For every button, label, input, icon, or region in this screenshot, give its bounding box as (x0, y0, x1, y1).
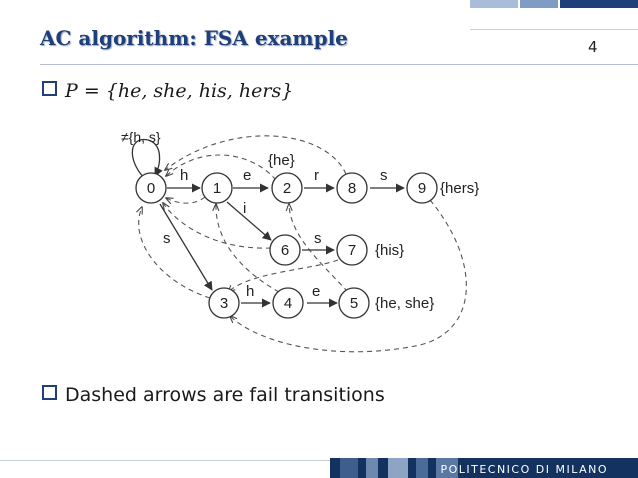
header-bar-mid (520, 0, 558, 8)
output-state-2: {he} (268, 152, 295, 169)
edge-label-i: i (243, 200, 246, 217)
fail-edge-2-0 (166, 154, 277, 181)
goto-transitions (159, 183, 405, 308)
footer-university-name: POLITECNICO DI MILANO (440, 463, 608, 476)
header-bar-dark (560, 0, 638, 8)
fail-transitions (139, 135, 467, 353)
fail-edge-1-0 (166, 196, 206, 203)
state-8 (336, 172, 368, 204)
edge-label-h-2: h (246, 283, 254, 300)
state-label-6: 6 (281, 242, 289, 259)
state-label-7: 7 (348, 242, 356, 259)
edge-label-e-2: e (312, 283, 320, 300)
edge-label-h-1: h (180, 167, 188, 184)
bullet-fail-note: Dashed arrows are fail transitions (42, 384, 385, 406)
state-label-0: 0 (147, 180, 155, 197)
fail-edge-9-3 (230, 199, 467, 353)
state-4 (272, 287, 304, 319)
state-6 (269, 234, 301, 266)
bullet-checkbox-icon (42, 385, 57, 400)
state-1 (201, 172, 233, 204)
output-state-9: {hers} (440, 180, 479, 197)
fail-edge-4-1 (216, 204, 280, 293)
state-9 (406, 172, 438, 204)
fail-edge-8-0 (165, 135, 347, 175)
state-5 (338, 287, 370, 319)
fail-edge-5-2 (289, 204, 349, 293)
state-label-9: 9 (418, 180, 426, 197)
fail-note-text: Dashed arrows are fail transitions (65, 384, 385, 406)
state-7 (336, 234, 368, 266)
state-label-1: 1 (213, 180, 221, 197)
state-label-3: 3 (220, 295, 228, 312)
slide-title: AC algorithm: FSA example (40, 26, 348, 50)
state-label-5: 5 (350, 295, 358, 312)
edge-1-6 (226, 201, 272, 241)
edge-label-r: r (314, 167, 319, 184)
edge-label-s-2: s (314, 230, 322, 247)
state-0 (135, 172, 167, 204)
bullet-pattern-set: P = {he, she, his, hers} (42, 80, 293, 102)
footer-rule (0, 460, 330, 461)
bullet-checkbox-icon (42, 81, 57, 96)
edge-label-s-3: s (163, 230, 171, 247)
footer-blocks (330, 458, 470, 478)
state-3 (208, 287, 240, 319)
header-bar-light (470, 0, 518, 8)
state-label-4: 4 (284, 295, 292, 312)
state-2 (271, 172, 303, 204)
output-state-5: {he, she} (375, 295, 434, 312)
pattern-set-formula: P = {he, she, his, hers} (65, 80, 294, 102)
self-loop-label: ≠{h, s} (121, 129, 161, 145)
edge-label-e-1: e (243, 167, 251, 184)
self-loop-0 (131, 138, 163, 179)
header-rule (470, 29, 638, 30)
fail-edge-3-0 (139, 207, 211, 299)
edge-label-s-1: s (380, 167, 388, 184)
page-number: 4 (588, 38, 598, 56)
output-state-7: {his} (375, 242, 404, 259)
state-label-2: 2 (283, 180, 291, 197)
state-label-8: 8 (348, 180, 356, 197)
title-rule (40, 64, 638, 65)
fail-edge-7-3 (228, 259, 339, 292)
fail-edge-6-0 (163, 203, 272, 249)
edge-0-3 (159, 203, 213, 291)
